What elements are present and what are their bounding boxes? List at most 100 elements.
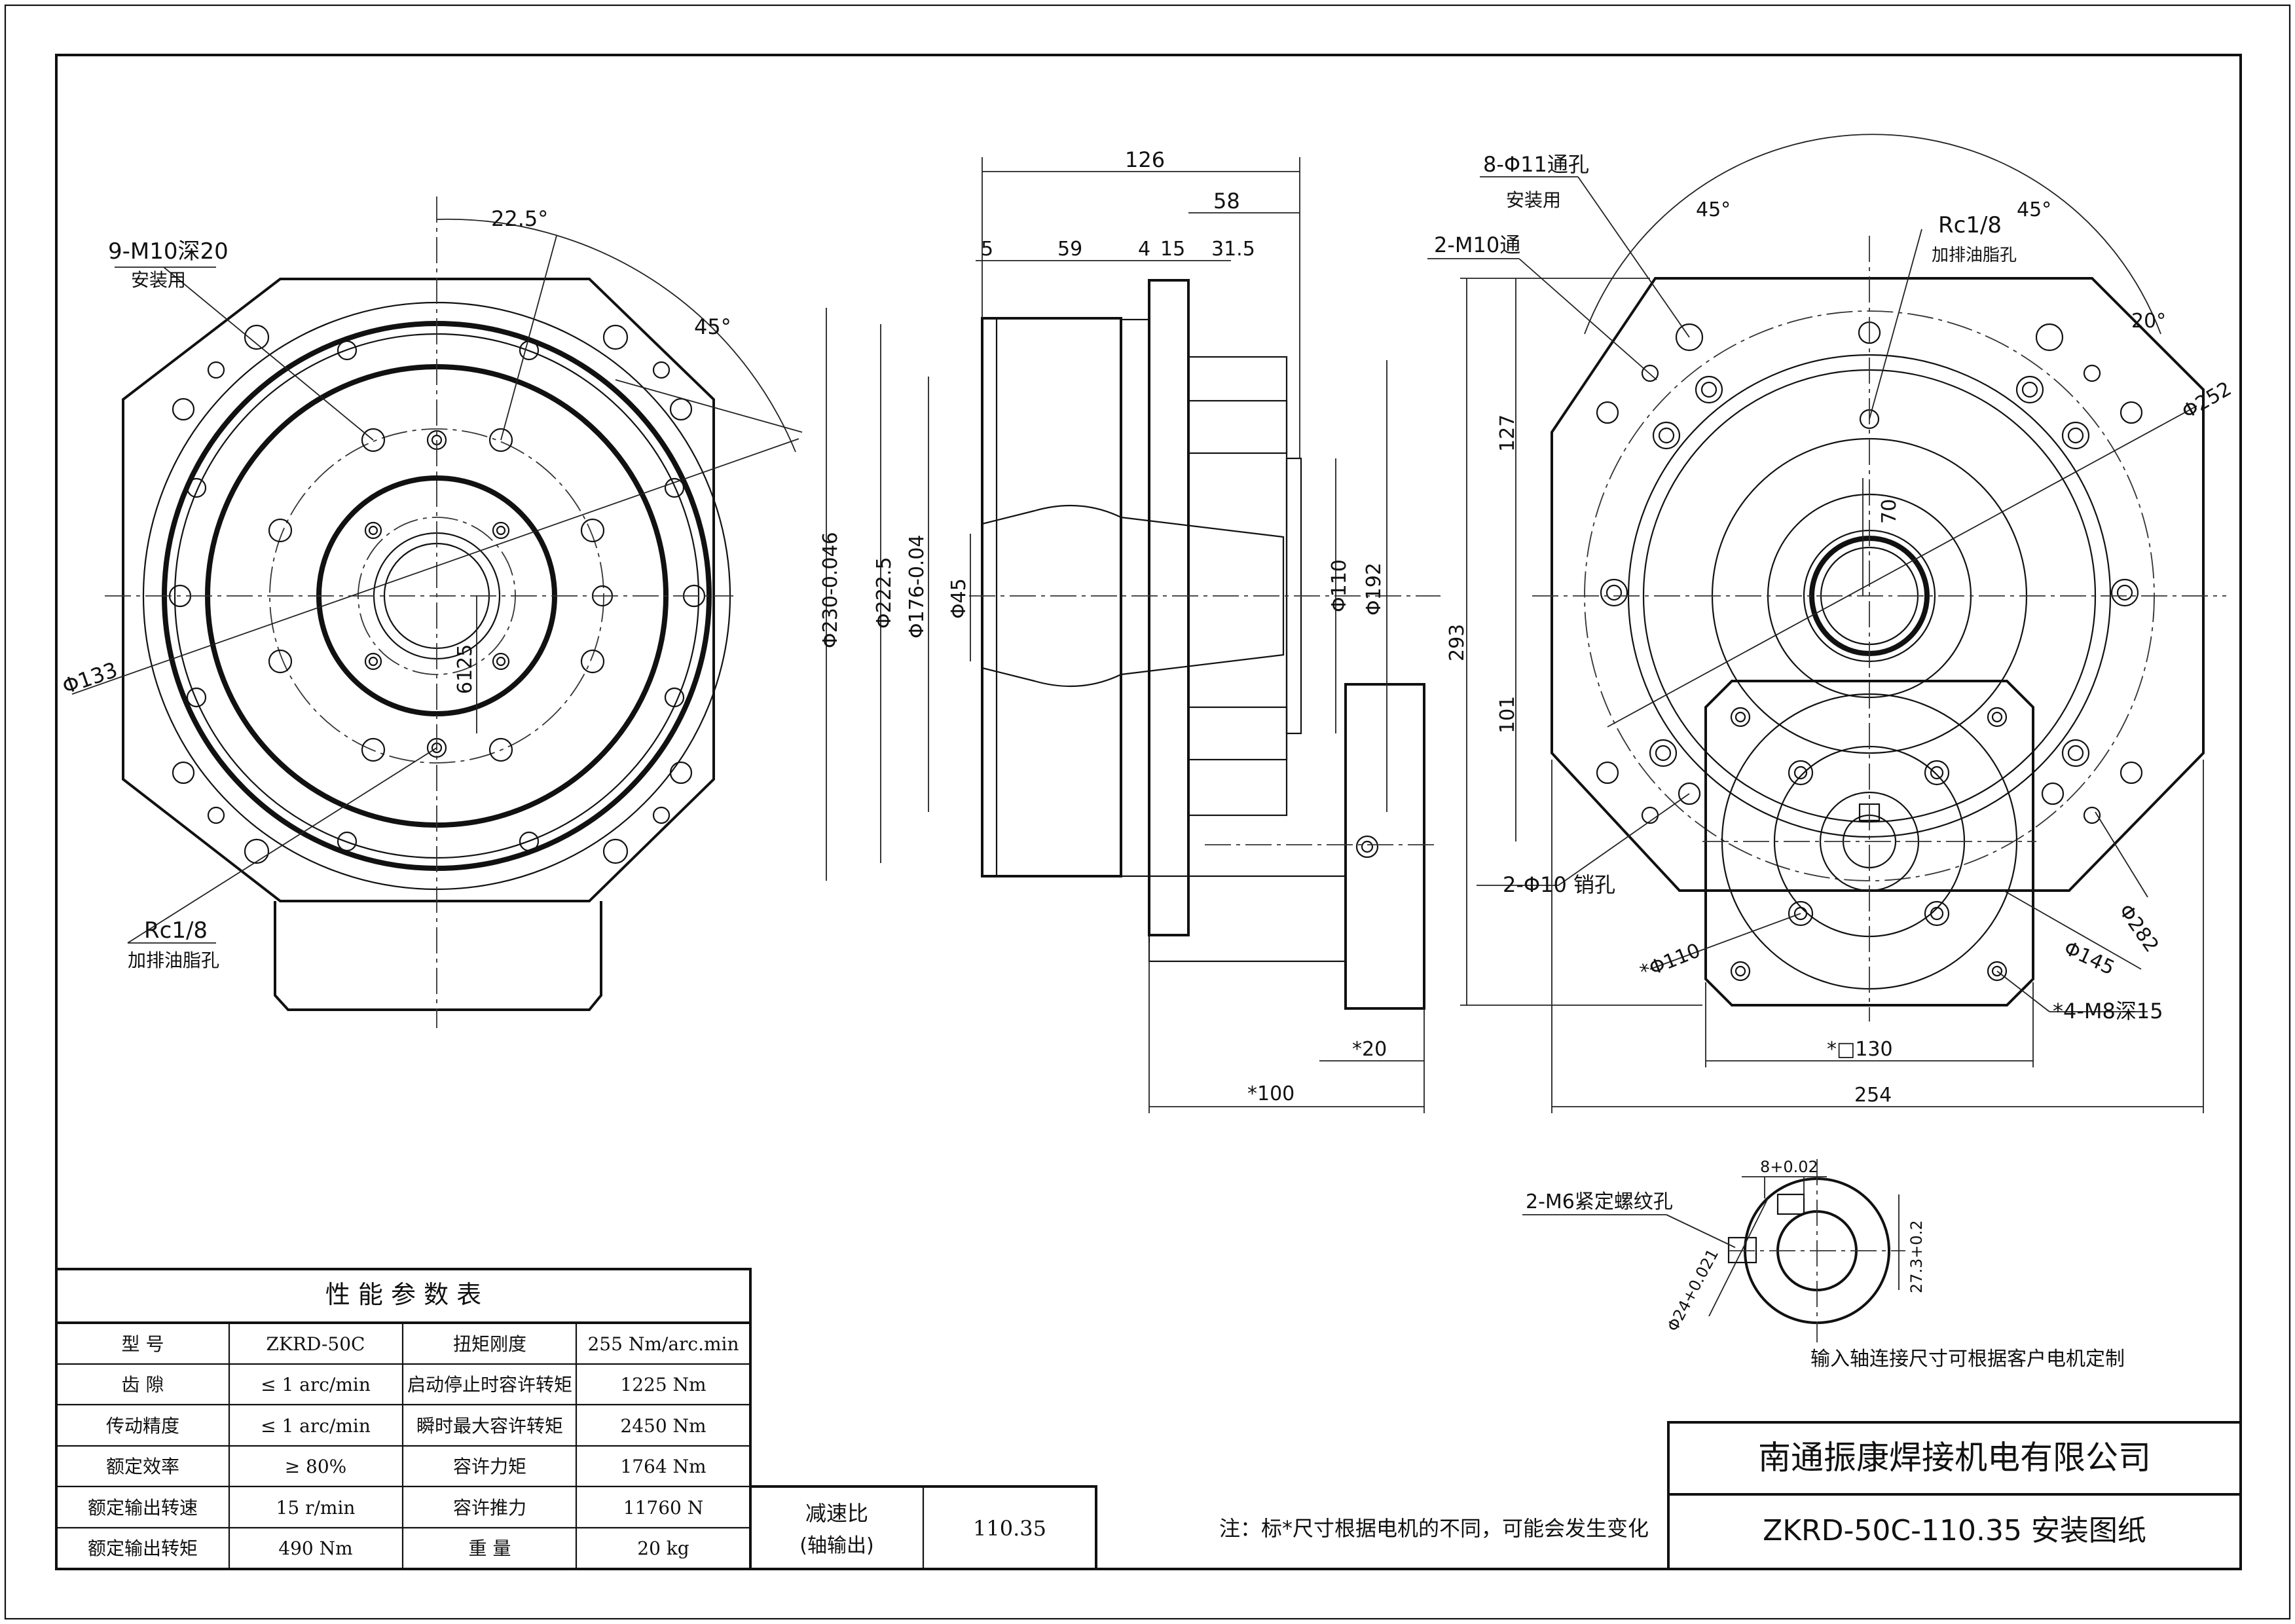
table-title: 性 能 参 数 表 — [325, 1280, 481, 1309]
shaft-key-height: 27.3+0.2 — [1907, 1220, 1926, 1293]
right-angle-45b: 45° — [2017, 198, 2051, 221]
shaft-note: 输入轴连接尺寸可根据客户电机定制 — [1810, 1348, 2125, 1371]
table-cell: 11760 N — [623, 1497, 703, 1519]
table-cell: 容许推力 — [453, 1497, 526, 1519]
outer-frame — [4, 4, 2291, 1620]
right-d293: 293 — [1446, 624, 1469, 661]
left-rc-note: 加排油脂孔 — [128, 950, 219, 971]
left-holes-callout: 9-M10深20 — [108, 238, 229, 265]
right-d70: 70 — [1878, 499, 1901, 524]
side-d110: Φ110 — [1328, 559, 1351, 612]
left-rc-callout: Rc1/8 — [144, 917, 208, 944]
left-view — [71, 196, 803, 1028]
ratio-sub: (轴输出) — [799, 1534, 873, 1557]
right-d282: Φ282 — [2114, 900, 2163, 957]
right-rc-note: 加排油脂孔 — [1932, 246, 2017, 265]
motor-adapter — [1344, 683, 1425, 1010]
side-d20: *20 — [1352, 1038, 1387, 1061]
side-d58: 58 — [1213, 189, 1240, 213]
table-cell: ≤ 1 arc/min — [261, 1374, 371, 1395]
table-cell: 额定输出转速 — [88, 1497, 198, 1519]
side-d45: Φ45 — [947, 578, 970, 619]
table-cell: 额定输出转矩 — [88, 1538, 198, 1559]
table-cell: 传动精度 — [106, 1415, 179, 1437]
side-d2225: Φ222.5 — [873, 557, 896, 629]
left-holes-note: 安装用 — [131, 269, 186, 291]
table-cell: ≥ 80% — [285, 1456, 347, 1477]
motor-flange — [1704, 680, 2034, 1006]
table-cell: 容许力矩 — [453, 1456, 526, 1477]
right-d127: 127 — [1496, 415, 1519, 452]
motor-holes — [1730, 707, 2008, 982]
left-angle-b: 45° — [694, 314, 731, 339]
output-flange — [981, 317, 1122, 877]
right-2m10-callout: 2-M10通 — [1434, 232, 1520, 257]
side-view — [826, 157, 1441, 1113]
table-cells: 型 号 ZKRD-50C 扭矩刚度 255 Nm/arc.min 齿 隙 ≤ 1… — [88, 1333, 739, 1559]
table-cell: 扭矩刚度 — [453, 1333, 526, 1355]
right-rc-callout: Rc1/8 — [1938, 212, 2002, 238]
right-angle-45a: 45° — [1696, 198, 1731, 221]
motor-block — [274, 901, 602, 1011]
right-d110: *Φ110 — [1637, 939, 1704, 984]
right-d254: 254 — [1854, 1084, 1892, 1107]
ratio-box — [749, 1485, 1097, 1570]
right-pin-callout: 2-Φ10 销孔 — [1503, 872, 1615, 897]
table-cell: 15 r/min — [276, 1497, 356, 1519]
table-cell: 490 Nm — [278, 1538, 352, 1559]
shaft-detail — [1522, 1159, 1905, 1342]
ratio-value: 110.35 — [973, 1516, 1046, 1541]
right-d101: 101 — [1496, 696, 1519, 733]
side-d15: 15 — [1160, 238, 1185, 261]
shaft-dia: Φ24+0.021 — [1664, 1246, 1723, 1335]
housing-outline-right — [1551, 277, 2205, 892]
right-d252: Φ252 — [2178, 377, 2236, 424]
table-cell: 重 量 — [469, 1538, 511, 1559]
right-d130: *□130 — [1827, 1038, 1893, 1061]
mount-flange — [1148, 279, 1190, 936]
table-cell: 255 Nm/arc.min — [587, 1333, 739, 1355]
body — [1187, 356, 1288, 817]
side-d59: 59 — [1057, 238, 1082, 261]
side-d230: Φ230-0.046 — [819, 532, 842, 648]
table-cell: 瞬时最大容许转矩 — [416, 1415, 563, 1437]
ratio-label: 减速比 — [805, 1501, 868, 1526]
side-d4: 4 — [1138, 238, 1150, 261]
housing-outline — [122, 278, 715, 902]
left-dia-133: Φ133 — [59, 657, 120, 699]
table-cell: ≤ 1 arc/min — [261, 1415, 371, 1437]
side-d100: *100 — [1247, 1082, 1294, 1105]
footer-note: 注：标*尺寸根据电机的不同，可能会发生变化 — [1219, 1516, 1649, 1541]
side-d315: 31.5 — [1211, 238, 1255, 261]
table-cell: 20 kg — [637, 1538, 689, 1559]
right-angle-20: 20° — [2131, 310, 2166, 333]
left-dim-6125: 6125 — [454, 644, 477, 694]
inner-frame — [55, 54, 2242, 1570]
right-m8-callout: *4-M8深15 — [2053, 999, 2163, 1024]
performance-table — [55, 1268, 752, 1570]
left-angle-a: 22.5° — [491, 206, 548, 231]
table-cell: 型 号 — [122, 1333, 164, 1355]
side-d192: Φ192 — [1363, 563, 1386, 616]
right-8holes-note: 安装用 — [1506, 189, 1561, 211]
shaft-m6-callout: 2-M6紧定螺纹孔 — [1526, 1190, 1673, 1213]
table-cell: ZKRD-50C — [266, 1333, 365, 1355]
shaft-key-width: 8+0.02 — [1760, 1158, 1818, 1176]
title-block — [1667, 1421, 2242, 1570]
outer-holes — [168, 324, 706, 864]
side-d176: Φ176-0.04 — [906, 535, 928, 639]
drawing-title: ZKRD-50C-110.35 安装图纸 — [1763, 1514, 2146, 1547]
table-cell: 启动停止时容许转矩 — [407, 1374, 572, 1395]
company-name: 南通振康焊接机电有限公司 — [1758, 1439, 2151, 1477]
right-d145: Φ145 — [2061, 937, 2118, 980]
table-cell: 1225 Nm — [620, 1374, 706, 1395]
right-8holes-callout: 8-Φ11通孔 — [1483, 152, 1589, 177]
side-d5: 5 — [981, 238, 993, 261]
shaft — [982, 504, 1285, 688]
table-cell: 1764 Nm — [620, 1456, 706, 1477]
table-cell: 2450 Nm — [620, 1415, 706, 1437]
right-view — [1427, 134, 2226, 1113]
table-cell: 额定效率 — [106, 1456, 179, 1477]
side-d126: 126 — [1125, 147, 1165, 172]
